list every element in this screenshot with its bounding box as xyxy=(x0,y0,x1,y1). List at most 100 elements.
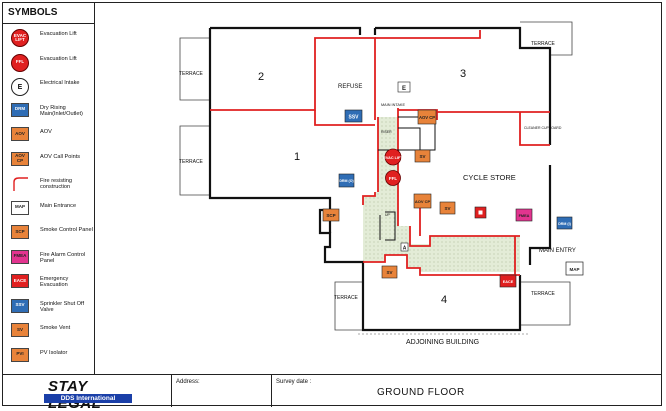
smoke-vent-symbol-3: SV xyxy=(381,265,398,279)
adjoining-building-label: ADJOINING BUILDING xyxy=(406,339,479,346)
legend-item: SV Smoke Vent xyxy=(2,323,95,343)
drawing-sheet xyxy=(2,2,662,406)
legend-red-circle-icon: FFL xyxy=(11,53,29,72)
external-walls xyxy=(208,26,552,332)
main-entry-label: MAIN ENTRY xyxy=(539,248,576,254)
legend-square-icon: EACE xyxy=(11,274,29,288)
internal-walls xyxy=(378,116,436,241)
legend-item-label: AOV xyxy=(40,129,52,135)
legend-electrical-icon: E xyxy=(11,78,29,96)
legend-item: Fire resisting construction xyxy=(2,176,95,196)
floor-plan: 1 2 3 4 REFUSE CYCLE STORE TERRACE TERRA… xyxy=(179,21,584,346)
legend-item-label: Smoke Vent xyxy=(40,325,71,331)
legend-square-icon: MAP xyxy=(11,200,29,215)
address-cell: Address: xyxy=(172,375,272,407)
refuse-label: REFUSE xyxy=(338,84,362,90)
legend-item: DRM Dry Rising Main(Inlet/Outlet) xyxy=(2,102,95,123)
svg-text:SV: SV xyxy=(444,206,450,211)
legend-square-icon: SV xyxy=(11,323,29,337)
drm-inlet-symbol: DRM (I) xyxy=(556,216,573,230)
box-a-symbol: A xyxy=(400,242,409,252)
legend-square-icon: SSV xyxy=(11,298,29,313)
legend-item-label: Smoke Control Panel xyxy=(40,227,93,233)
ffl-symbol: FFL xyxy=(385,170,401,186)
svg-text:SSV: SSV xyxy=(348,115,359,121)
svg-text:EACE: EACE xyxy=(503,280,514,284)
fire-resisting-walls xyxy=(210,30,550,276)
aov-cp-symbol-bottom: AOV CP xyxy=(413,193,432,209)
legend-item-label: Evacuation Lift xyxy=(40,31,77,37)
room-1-label: 1 xyxy=(294,151,300,163)
up-label: UP xyxy=(385,213,391,217)
svg-text:EVAC LIFT: EVAC LIFT xyxy=(383,156,403,160)
terrace-mid-left-label: TERRACE xyxy=(179,159,204,165)
svg-text:MAP: MAP xyxy=(570,267,580,272)
room-3-label: 3 xyxy=(460,68,466,80)
svg-text:A: A xyxy=(403,246,407,252)
plan-symbols: SSV AOV CP SV EVAC LIFT FFL DRM (O) AOV … xyxy=(322,81,584,288)
svg-text:E: E xyxy=(402,86,406,92)
survey-date-label: Survey date : xyxy=(276,379,312,385)
cleaner-cupboard-label: CLEANER CUPBOARD xyxy=(524,126,562,130)
emergency-evacuation-symbol: EACE xyxy=(499,274,517,288)
legend-fire-line-icon xyxy=(11,176,31,192)
smoke-control-panel-symbol: SCP xyxy=(322,208,340,222)
svg-text:FFL: FFL xyxy=(389,176,397,181)
main-access-point-symbol: MAP xyxy=(565,261,584,276)
legend-item: EACE Emergency Evacuation xyxy=(2,274,95,294)
room-labels: 1 2 3 4 REFUSE CYCLE STORE TERRACE TERRA… xyxy=(179,41,576,346)
smoke-vent-symbol-1: SV xyxy=(414,149,431,163)
legend-item-label: Fire resisting construction xyxy=(40,178,73,191)
riser-label: RISER xyxy=(381,130,392,134)
legend-item-label: Dry Rising Main(Inlet/Outlet) xyxy=(40,104,83,117)
terrace-top-right-label: TERRACE xyxy=(531,41,556,47)
legend-red-circle-icon: EVAC LIFT xyxy=(11,29,29,47)
cycle-store-label: CYCLE STORE xyxy=(463,173,516,182)
svg-text:DRM (I): DRM (I) xyxy=(558,222,571,226)
legend-item-label: Main Entrance xyxy=(40,202,77,209)
legend-item-label: AOV Call Points xyxy=(40,153,81,160)
room-4-label: 4 xyxy=(441,294,447,306)
fire-alarm-panel-symbol: FMEA xyxy=(515,208,533,222)
svg-text:SCP: SCP xyxy=(326,213,335,218)
survey-cell: Survey date : xyxy=(272,375,662,407)
svg-text:AOV CP: AOV CP xyxy=(415,199,431,204)
terrace-bottom-right-label: TERRACE xyxy=(531,291,556,297)
svg-text:SV: SV xyxy=(386,270,392,275)
legend-square-icon: FMEA xyxy=(11,249,29,264)
ssv-symbol: SSV xyxy=(344,109,363,123)
terrace-bottom-left-label: TERRACE xyxy=(334,295,359,301)
aov-cp-symbol-top: AOV CP xyxy=(417,109,437,125)
evac-lift-symbol: EVAC LIFT xyxy=(383,148,403,166)
legend-item: PVI PV Isolator xyxy=(2,347,95,368)
logo-sub-text: DDS International xyxy=(44,394,132,403)
legend-item: MAP Main Entrance xyxy=(2,200,95,221)
legend-item-label: PV Isolator xyxy=(40,349,68,356)
legend-square-icon: PVI xyxy=(11,347,29,362)
terrace-top-left-label: TERRACE xyxy=(179,71,204,77)
legend-item: FMEA Fire Alarm Control Panel xyxy=(2,249,95,270)
svg-text:FMEA: FMEA xyxy=(519,214,530,218)
legend-square-icon: AOV CP xyxy=(11,151,29,166)
main-intake-label: MAIN INTAKE xyxy=(381,103,405,107)
legend-square-icon: AOV xyxy=(11,127,29,141)
legend-item-label: Emergency Evacuation xyxy=(40,276,69,289)
logo-cell: STAY LEGAL DDS International xyxy=(2,375,172,411)
company-logo: STAY LEGAL DDS International xyxy=(42,378,134,411)
legend-item: E Electrical Intake xyxy=(2,78,95,98)
legend-item: EVAC LIFT Evacuation Lift xyxy=(2,29,95,49)
plan-title: GROUND FLOOR xyxy=(377,387,465,398)
address-label: Address: xyxy=(176,379,200,385)
legend-title: SYMBOLS xyxy=(2,2,95,24)
emergency-box-symbol xyxy=(474,206,487,219)
legend-item-label: Evacuation Lift xyxy=(40,55,77,62)
legend-item: FFL Evacuation Lift xyxy=(2,53,95,74)
legend-item-label: Electrical Intake xyxy=(40,80,80,86)
legend-square-icon: DRM xyxy=(11,102,29,117)
legend-item: AOV CP AOV Call Points xyxy=(2,151,95,172)
legend-item-label: Fire Alarm Control Panel xyxy=(40,251,86,264)
svg-text:SV: SV xyxy=(419,154,425,159)
